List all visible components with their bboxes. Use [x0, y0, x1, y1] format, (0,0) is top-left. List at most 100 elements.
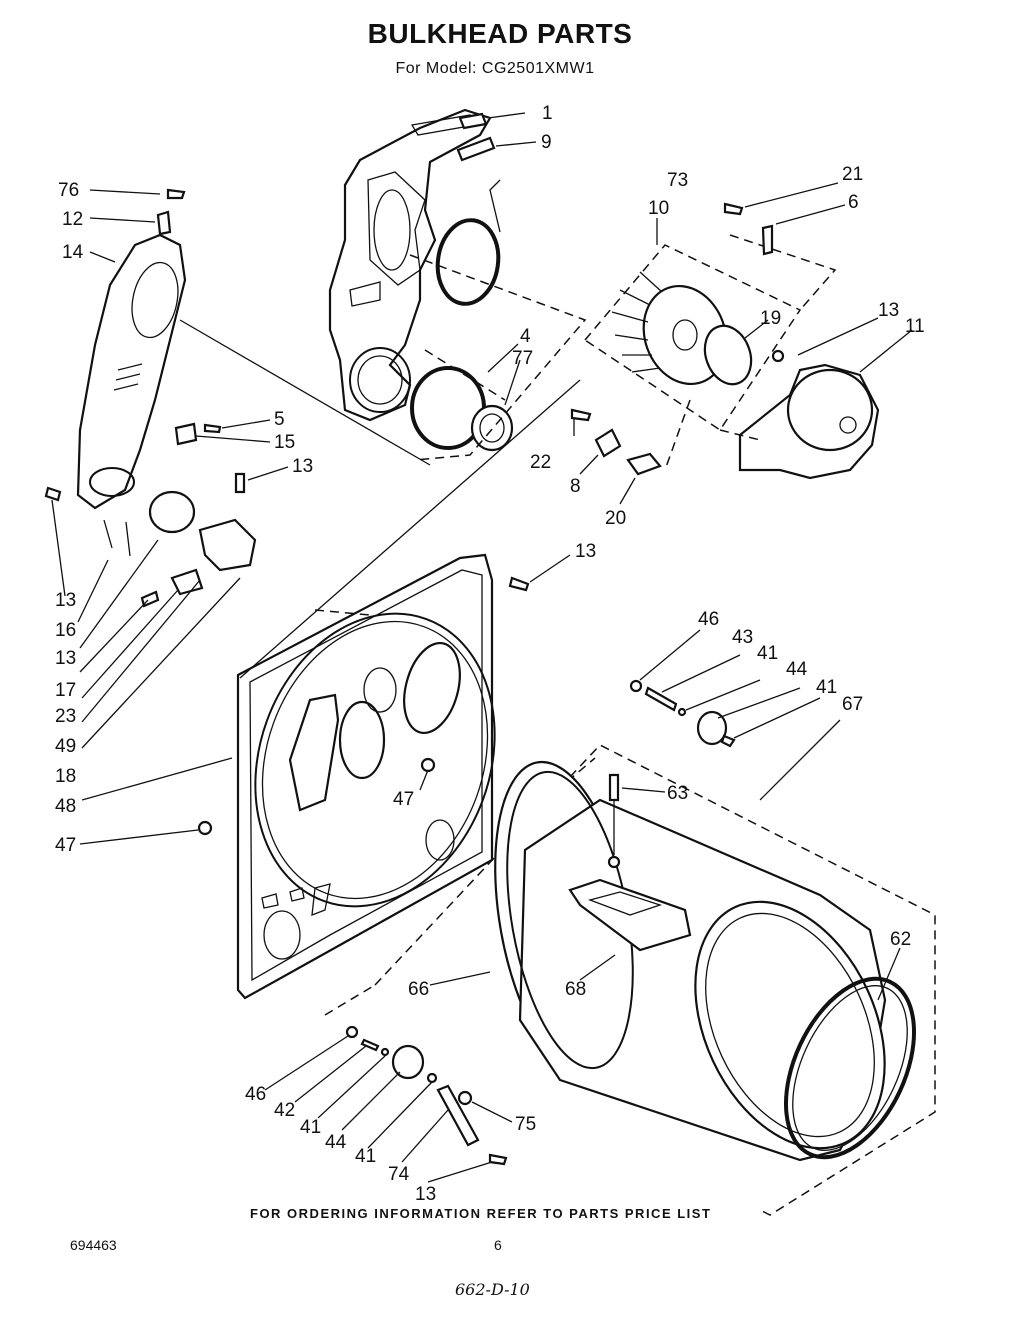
label-18: 18 [55, 766, 76, 787]
blower-box [583, 244, 802, 432]
label-9: 9 [541, 132, 552, 153]
label-5: 5 [274, 409, 285, 430]
label-41-lower-a: 41 [300, 1117, 321, 1138]
label-4: 4 [520, 326, 531, 347]
label-13-filter: 13 [55, 648, 76, 669]
label-44-lower: 44 [325, 1132, 347, 1153]
label-67: 67 [842, 694, 863, 715]
screw-63 [608, 773, 620, 802]
screw-13-lower [488, 1153, 508, 1166]
label-1: 1 [542, 103, 553, 124]
screw-13-blower [771, 349, 785, 363]
screw-13-mid [508, 576, 530, 592]
part-17 [170, 568, 204, 596]
ring-62 [783, 976, 917, 1160]
screw-13-far-left [44, 486, 62, 502]
clip-41-lower-a [380, 1047, 390, 1057]
label-6: 6 [848, 192, 859, 213]
screw-76 [166, 188, 186, 200]
label-63: 63 [667, 783, 688, 804]
label-16: 16 [55, 620, 76, 641]
blower-housing-11 [738, 363, 880, 480]
label-13-far-left: 13 [55, 590, 76, 611]
screw-21 [723, 202, 744, 216]
gasket-73 [435, 218, 501, 306]
label-13-lower: 13 [415, 1184, 436, 1205]
clip-6 [761, 224, 774, 256]
label-14: 14 [62, 242, 84, 263]
washer-46-lower [345, 1025, 359, 1039]
part-8 [594, 428, 622, 458]
arm-74 [436, 1084, 480, 1147]
document-number: 694463 [70, 1237, 117, 1253]
part-18 [198, 518, 257, 572]
label-48: 48 [55, 796, 76, 817]
washer-75 [457, 1090, 473, 1106]
label-41-upper-a: 41 [757, 643, 778, 664]
label-41-lower-b: 41 [355, 1146, 376, 1167]
handwritten-note: 662-D-10 [455, 1280, 530, 1299]
label-62: 62 [890, 929, 911, 950]
label-22: 22 [530, 452, 551, 473]
label-8: 8 [570, 476, 581, 497]
nut-47-left [197, 820, 213, 836]
leader-lines [51, 112, 913, 1183]
screw-22 [570, 408, 592, 422]
label-20: 20 [605, 508, 626, 529]
upper-bulkhead-bracket [328, 108, 492, 422]
label-21: 21 [842, 164, 863, 185]
label-66: 66 [408, 979, 429, 1000]
pulley-44-lower [391, 1044, 425, 1080]
label-41-upper-b: 41 [816, 677, 837, 698]
label-44-upper: 44 [786, 659, 808, 680]
label-23: 23 [55, 706, 76, 727]
screw-13-left [234, 472, 246, 494]
label-42: 42 [274, 1100, 295, 1121]
clip-41-lower-b [426, 1072, 438, 1084]
part-number-labels: 1 9 73 76 12 14 21 10 6 19 13 11 4 77 5 … [55, 103, 925, 1205]
pin-42 [360, 1038, 380, 1052]
label-17: 17 [55, 680, 76, 701]
screw-5 [203, 423, 222, 434]
label-11: 11 [905, 316, 925, 337]
ordering-info-note: FOR ORDERING INFORMATION REFER TO PARTS … [250, 1206, 712, 1221]
drum-66 [494, 760, 887, 1162]
label-47-center: 47 [393, 789, 414, 810]
page-title: BULKHEAD PARTS [367, 18, 633, 49]
shaft-43 [644, 686, 678, 712]
label-19: 19 [760, 308, 781, 329]
hub-19 [703, 324, 753, 386]
bulkhead-48 [236, 553, 496, 1000]
label-74: 74 [388, 1164, 410, 1185]
washer-46-upper [629, 679, 643, 693]
label-10: 10 [648, 198, 669, 219]
label-46-lower: 46 [245, 1084, 266, 1105]
clip-41-upper-a [677, 707, 687, 717]
part-1 [458, 112, 488, 130]
label-75: 75 [515, 1114, 536, 1135]
label-47-left: 47 [55, 835, 76, 856]
page-number: 6 [494, 1237, 502, 1253]
clip-41-upper-b [720, 734, 736, 748]
label-13-mid: 13 [575, 541, 596, 562]
label-43: 43 [732, 627, 753, 648]
label-68: 68 [565, 979, 586, 1000]
part-20 [626, 452, 662, 476]
label-13-left: 13 [292, 456, 313, 477]
label-73: 73 [667, 170, 688, 191]
part-15 [174, 422, 198, 446]
model-subtitle: For Model: CG2501XMW1 [395, 60, 595, 77]
ring-77 [470, 404, 514, 452]
label-77: 77 [512, 348, 533, 369]
label-15: 15 [274, 432, 295, 453]
duct-cover-14 [76, 233, 187, 510]
label-12: 12 [62, 209, 83, 230]
label-13-blower: 13 [878, 300, 899, 321]
part-12 [156, 210, 172, 236]
label-46-upper: 46 [698, 609, 719, 630]
part-9 [456, 136, 496, 162]
part-16 [148, 490, 196, 534]
pulley-44-upper [696, 710, 728, 746]
nut-47-center [420, 757, 436, 773]
